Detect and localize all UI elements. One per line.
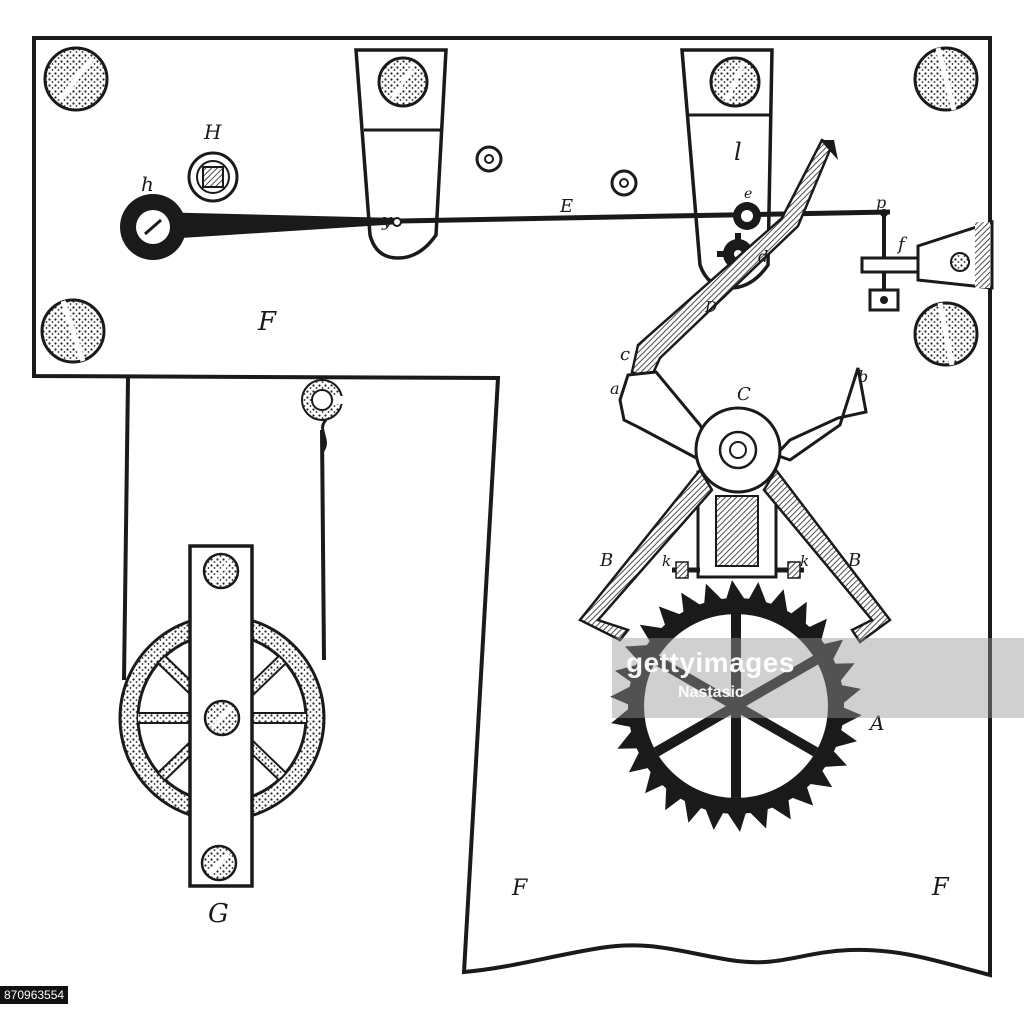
lever-e [120,194,891,260]
plate-screw [913,301,979,367]
plate-screw [43,46,109,112]
support-bracket-y [354,48,448,260]
crutch-d [630,138,838,382]
label-k-right: k [800,552,809,570]
label-A: A [868,711,884,735]
escape-wheel-tooth [645,767,667,794]
escape-wheel-spoke [653,655,739,711]
label-F-bottom-left: F [511,876,528,901]
adjuster-f [860,219,994,312]
escape-wheel-tooth [725,809,747,832]
label-a: a [610,379,620,398]
watermark-credit: Nastasic [678,684,744,701]
image-id-tag: 870963554 [0,986,69,1004]
escape-wheel-a [610,580,862,832]
winding-square-h [187,151,239,203]
label-G: G [208,899,229,929]
pin-p [880,209,888,262]
escape-wheel-spoke [733,655,819,711]
label-b: b [858,367,868,386]
escape-wheel-spoke [653,701,739,757]
label-F-bottom-right: F [931,873,950,901]
plate-screw [40,298,106,364]
escape-wheel-tooth [788,783,814,806]
label-c: c [620,344,630,365]
bearing-ring [475,145,503,173]
label-p: p [876,193,886,212]
label-F-top: F [257,307,277,337]
label-y: y [381,210,393,231]
escape-wheel-tooth [820,639,844,664]
label-H: H [203,120,222,144]
label-D: D [704,298,717,316]
label-E: E [559,196,573,217]
watermark-band [612,638,1024,718]
pivot-e [733,202,761,230]
frame-plate [32,36,992,978]
pulley-g [118,377,344,888]
label-d: d [758,247,768,266]
watermark-brand: gettyimages [626,647,795,678]
label-h: h [141,172,154,196]
label-B-right: B [847,550,861,571]
escape-wheel-tooth [805,618,827,645]
label-B-left: B [599,550,613,571]
plate-screw [913,46,979,112]
label-l: l [734,138,742,166]
label-e: e [744,186,752,202]
bearing-ring [610,169,638,197]
label-C: C [737,384,751,405]
escape-wheel-tooth [725,580,747,603]
escape-wheel-tooth [628,748,652,773]
pendulum-arms-b [578,467,892,644]
escape-wheel-tooth [658,606,684,629]
label-k-left: k [662,552,671,570]
escape-wheel-spoke [733,701,819,757]
